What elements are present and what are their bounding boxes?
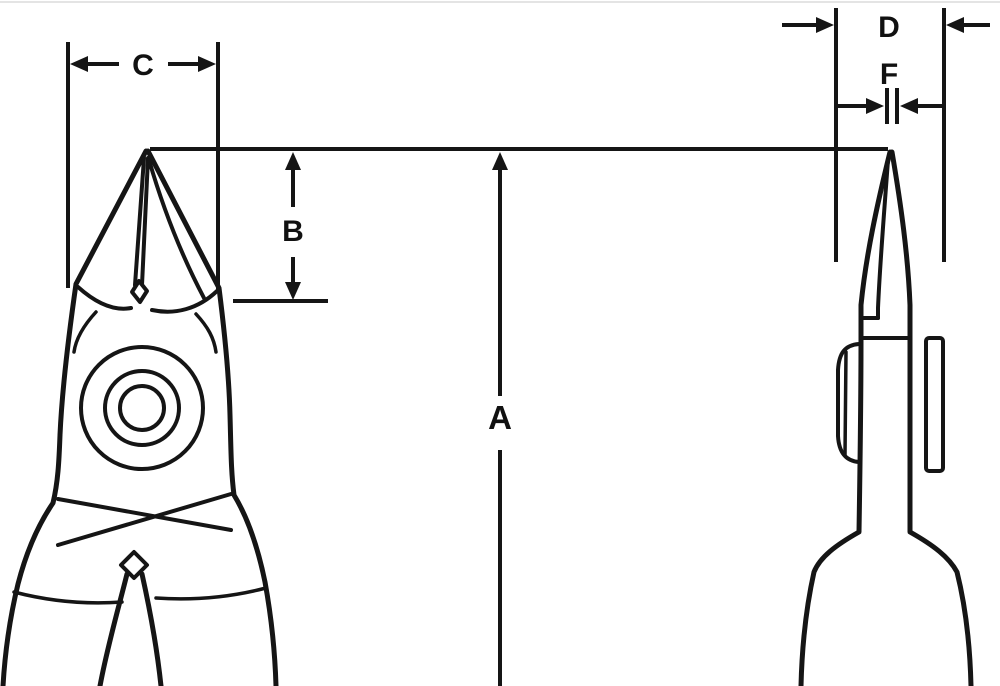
dimension-f: F — [838, 58, 944, 124]
dim-f-arrow-right — [900, 98, 918, 114]
side-cutting-edge — [876, 158, 890, 320]
dimension-a: A — [488, 152, 512, 686]
side-left-outline — [798, 149, 893, 686]
front-arm-cross-line-2 — [56, 492, 233, 547]
front-left-shoulder — [76, 285, 133, 311]
front-right-neck — [194, 312, 218, 354]
front-left-neck — [72, 310, 98, 354]
front-right-handle-inner-edge — [139, 571, 164, 686]
dim-b-arrow-down — [285, 282, 301, 300]
front-cutting-slit-left — [133, 156, 146, 287]
dim-d-arrow-left — [816, 17, 834, 33]
front-handle-notch-diamond — [119, 550, 149, 580]
front-arm-cross-line-1 — [56, 497, 233, 532]
side-spring-clip-inner-line — [843, 350, 848, 457]
dim-c-arrow-left — [70, 56, 88, 72]
side-spring-clip — [836, 342, 861, 464]
dim-d-arrow-right — [946, 17, 964, 33]
dimension-d: D — [782, 8, 990, 262]
side-clip-plate — [924, 336, 945, 473]
dimension-c: C — [66, 42, 220, 292]
dim-c-arrow-right — [198, 56, 216, 72]
dim-a-label: A — [488, 399, 512, 436]
front-pivot-outer-circle — [79, 345, 205, 471]
front-slit-end-diamond — [130, 279, 149, 304]
dim-a-arrow-up — [492, 152, 508, 170]
front-pivot-middle-circle — [103, 369, 181, 447]
front-right-outline — [145, 148, 279, 686]
side-view-pliers — [798, 149, 974, 686]
front-pivot-inner-circle — [118, 384, 166, 432]
dimension-b: B — [233, 152, 328, 303]
dim-b-label: B — [282, 215, 304, 248]
front-right-shoulder — [150, 289, 219, 314]
dim-d-label: D — [878, 11, 900, 44]
front-left-handle-inner-edge — [97, 571, 130, 686]
front-view-pliers — [0, 148, 279, 686]
front-jaw-inner-edge — [147, 158, 206, 300]
front-left-grip-line — [12, 590, 124, 605]
front-left-outline — [0, 148, 149, 686]
side-right-outline — [889, 149, 974, 686]
dim-f-arrow-left — [866, 98, 884, 114]
dim-f-label: F — [880, 58, 898, 91]
dim-b-arrow-up — [285, 152, 301, 170]
front-cutting-slit-right — [140, 156, 150, 287]
dim-c-label: C — [132, 49, 154, 82]
front-right-grip-line — [154, 586, 268, 601]
